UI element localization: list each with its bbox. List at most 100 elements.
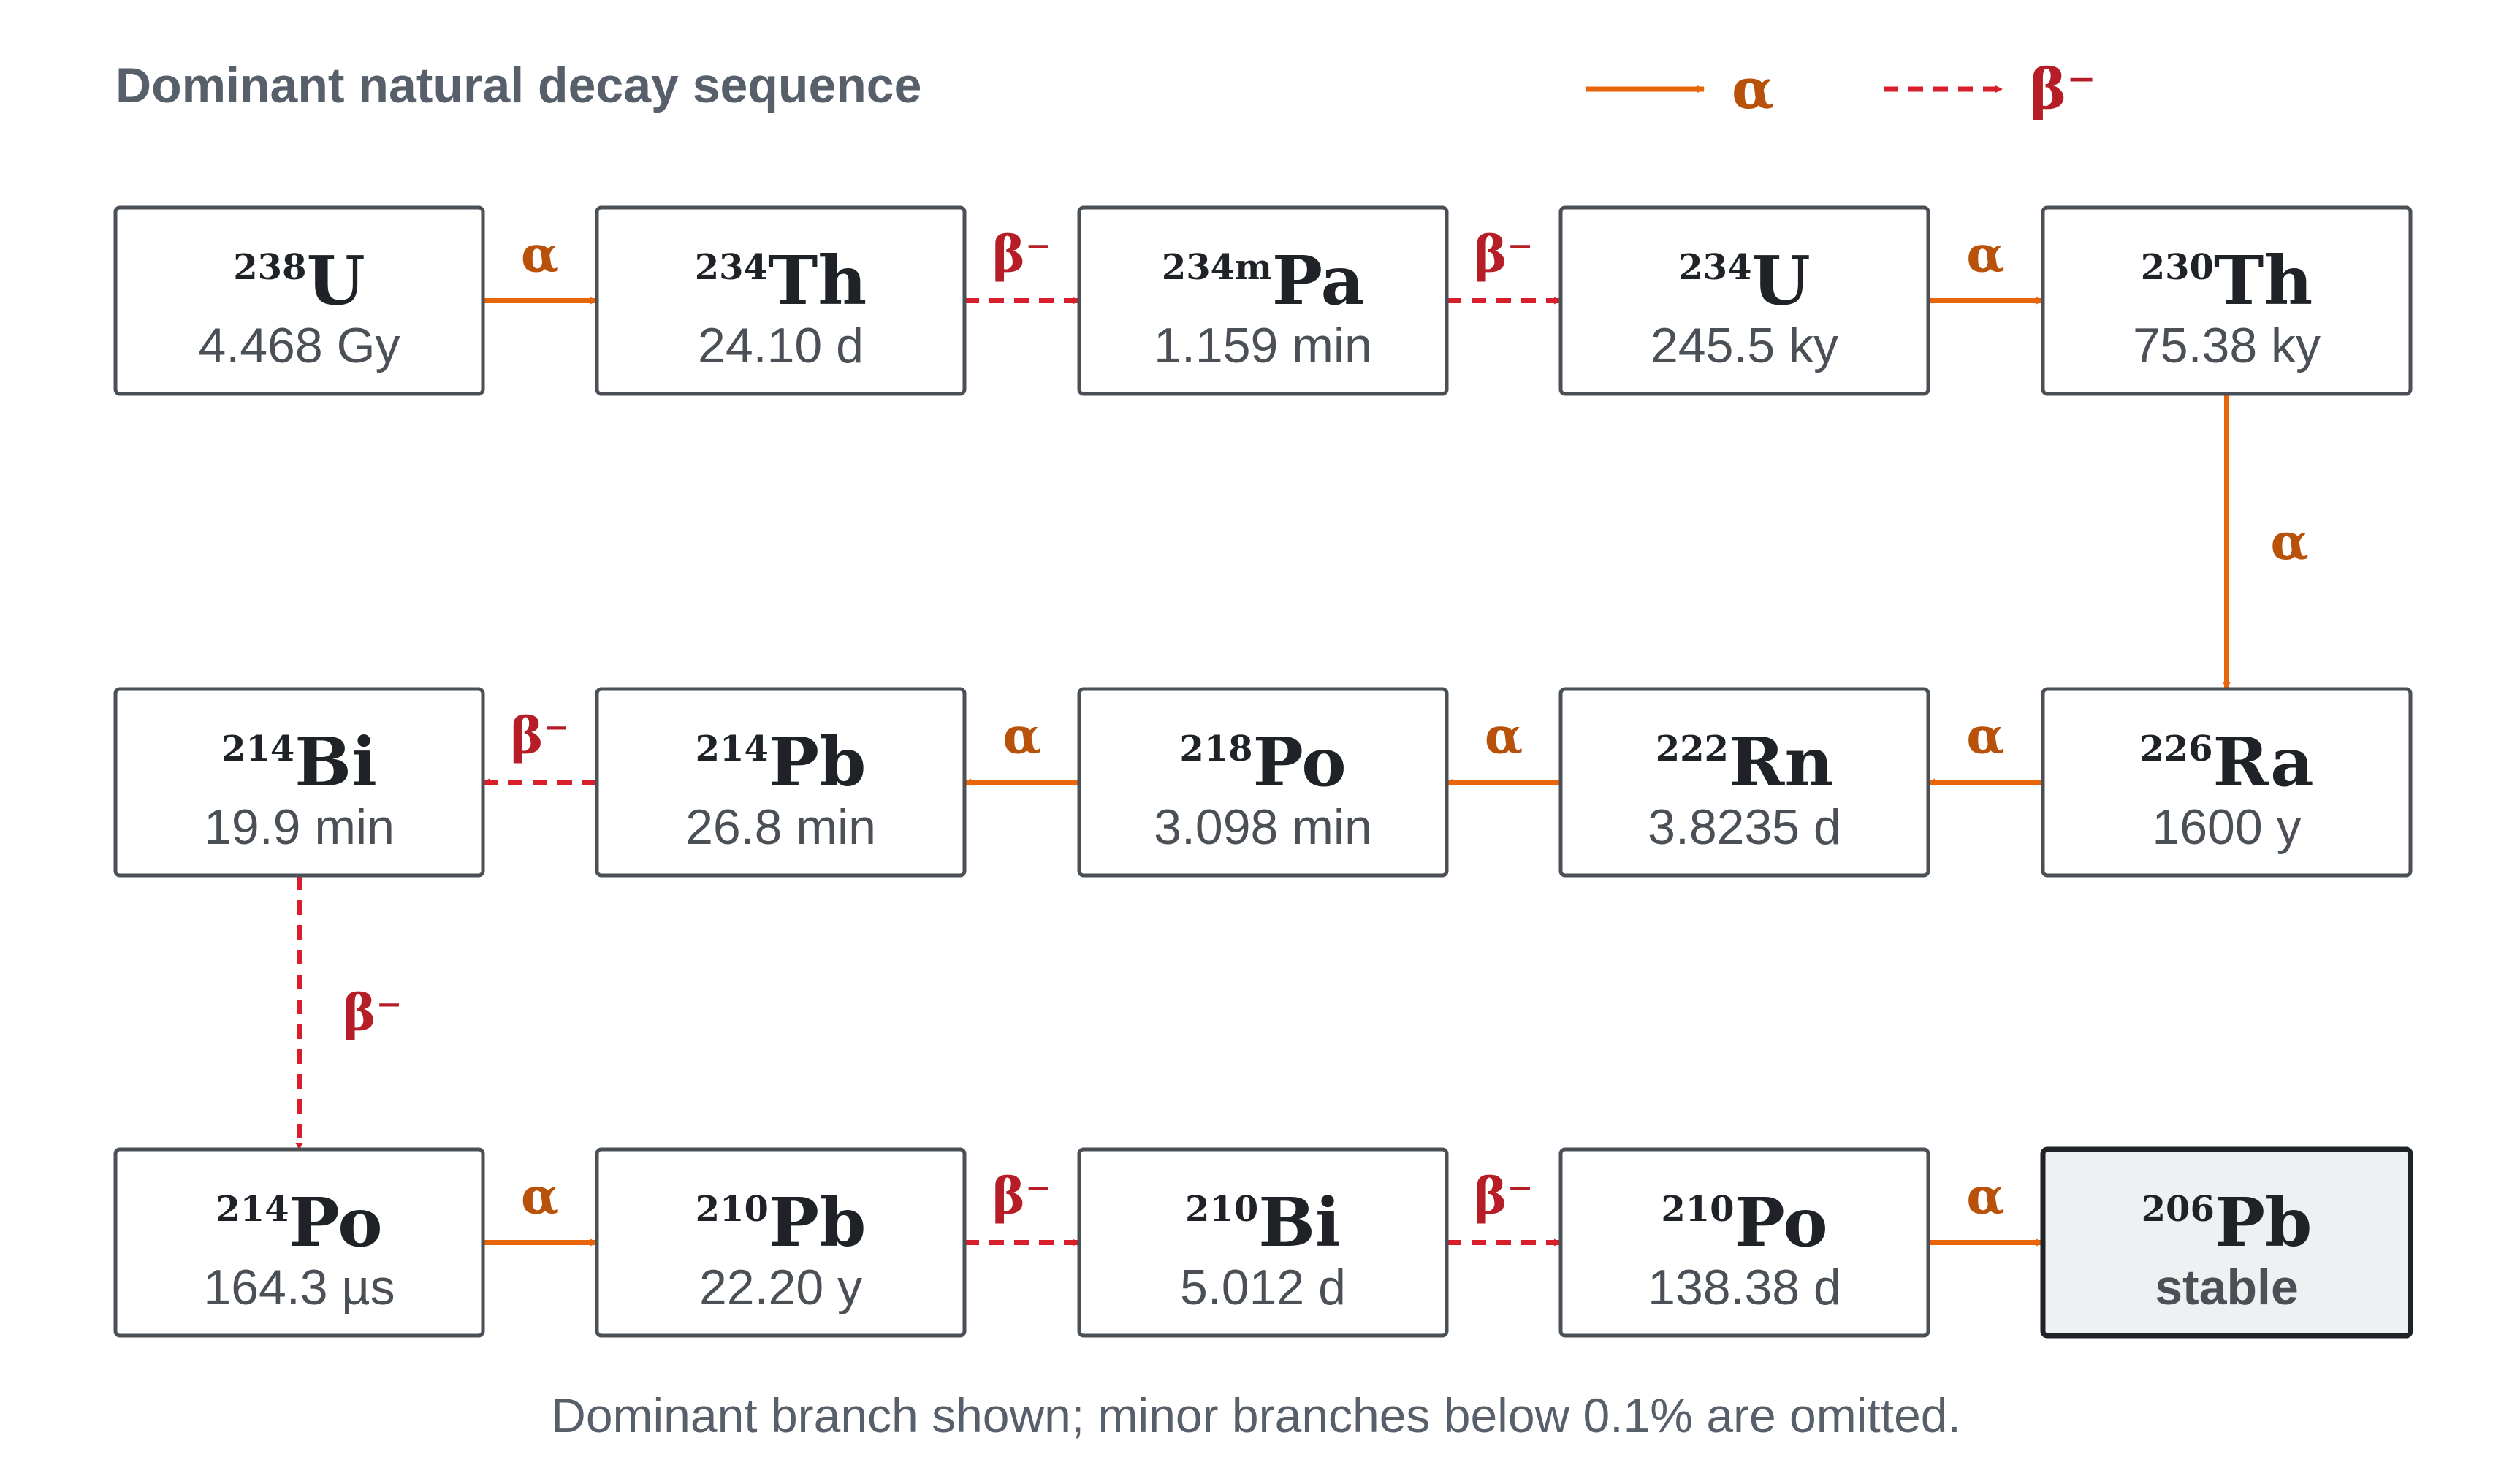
nuclide-symbol: 214Po (216, 1183, 382, 1262)
half-life: 138.38 d (1648, 1260, 1841, 1315)
element-symbol: Th (768, 241, 867, 320)
decay-ra226-to-rn222: α (1927, 707, 2043, 786)
alpha-decay-label: α (1966, 1168, 2004, 1226)
nuclide-symbol: 222Rn (1656, 723, 1834, 802)
mass-number: 230 (2141, 247, 2214, 288)
mass-number: 234 (695, 247, 768, 288)
decay-th230-to-ra226: α (2223, 394, 2309, 690)
decay-po214-to-pb210: α (483, 1168, 598, 1247)
diagram-title: Dominant natural decay sequence (115, 58, 921, 113)
alpha-decay-label: α (1966, 226, 2004, 284)
nuclide-symbol: 206Pb (2142, 1183, 2313, 1262)
alpha-decay-label: α (521, 226, 559, 284)
legend-alpha-label: α (1732, 56, 1774, 121)
mass-number: 234 (1678, 247, 1751, 288)
decay-po218-to-pb214: α (964, 707, 1079, 786)
nuclide-box (595, 205, 967, 396)
beta-decay-label: β⁻ (1474, 1168, 1533, 1226)
half-life: 24.10 d (698, 318, 864, 373)
nuclide-box (2041, 687, 2413, 878)
mass-number: 210 (1661, 1189, 1734, 1230)
legend: α β⁻ (1586, 56, 2096, 121)
decay-arrows: α β⁻ β⁻ α α α α α β⁻ β⁻ α β⁻ β⁻ α (295, 226, 2309, 1247)
half-life: 3.098 min (1154, 799, 1372, 855)
nuclide-symbol: 226Ra (2139, 723, 2313, 802)
mass-number: 214 (221, 728, 294, 769)
half-life: 75.38 ky (2133, 318, 2321, 373)
element-symbol: Bi (1258, 1183, 1341, 1262)
mass-number: 214 (696, 728, 769, 769)
element-symbol: U (1751, 241, 1810, 320)
decay-pb210-to-bi210: β⁻ (964, 1168, 1080, 1247)
nuclide-symbol: 230Th (2141, 241, 2313, 320)
legend-item-beta: β⁻ (1884, 56, 2096, 121)
beta-decay-label: β⁻ (992, 226, 1051, 284)
element-symbol: Pa (1272, 241, 1364, 320)
half-life: 1600 y (2152, 799, 2301, 855)
nuclide-symbol: 234Th (695, 241, 867, 320)
mass-number: 226 (2139, 728, 2212, 769)
beta-decay-label: β⁻ (1474, 226, 1533, 284)
mass-number: 206 (2142, 1189, 2215, 1230)
alpha-decay-label: α (1966, 707, 2004, 766)
nuclide-box (1077, 687, 1449, 878)
half-life: 22.20 y (699, 1260, 862, 1315)
element-symbol: Bi (294, 723, 377, 802)
legend-beta-label: β⁻ (2030, 56, 2096, 121)
mass-number: 218 (1179, 728, 1252, 769)
nuclide-symbol: 238U (233, 241, 365, 320)
mass-number: 214 (216, 1189, 289, 1230)
element-symbol: Po (1735, 1183, 1828, 1262)
alpha-decay-label: α (521, 1168, 559, 1226)
half-life: 3.8235 d (1648, 799, 1841, 855)
half-life: 26.8 min (685, 799, 876, 855)
decay-th234-to-pa234m: β⁻ (964, 226, 1080, 305)
footnote: Dominant branch shown; minor branches be… (551, 1388, 1961, 1442)
decay-pb214-to-bi214: β⁻ (482, 707, 597, 786)
alpha-decay-label: α (2271, 513, 2309, 571)
decay-u238-to-th234: α (483, 226, 598, 305)
element-symbol: Po (1253, 723, 1347, 802)
nuclide-box (595, 687, 967, 878)
decay-po210-to-pb206: α (1928, 1168, 2044, 1247)
nuclide-box (1077, 1147, 1449, 1338)
nuclide-box (1077, 205, 1449, 396)
nuclide-symbol: 210Po (1661, 1183, 1827, 1262)
alpha-decay-label: α (1485, 707, 1523, 766)
nuclide-box (1558, 1147, 1930, 1338)
element-symbol: U (306, 241, 365, 320)
element-symbol: Rn (1729, 723, 1833, 802)
mass-number: 210 (696, 1189, 769, 1230)
nuclide-box (2041, 205, 2413, 396)
nuclide-symbol: 214Pb (696, 723, 867, 802)
beta-decay-label: β⁻ (510, 707, 569, 766)
legend-item-alpha: α (1586, 56, 1774, 121)
nuclide-symbol: 218Po (1179, 723, 1346, 802)
decay-rn222-to-po218: α (1446, 707, 1561, 786)
nuclide-box (1558, 687, 1930, 878)
half-life: 5.012 d (1180, 1260, 1346, 1315)
element-symbol: Po (289, 1183, 383, 1262)
decay-bi214-to-po214: β⁻ (295, 875, 403, 1150)
stable-label: stable (2155, 1260, 2299, 1315)
stable-nuclide-box (2040, 1146, 2413, 1339)
half-life: 1.159 min (1154, 318, 1372, 373)
decay-pa234m-to-u234: β⁻ (1447, 226, 1561, 305)
beta-decay-label: β⁻ (992, 1168, 1051, 1226)
half-life: 164.3 µs (203, 1260, 395, 1315)
nuclide-box (1558, 205, 1930, 396)
mass-number: 222 (1656, 728, 1729, 769)
half-life: 245.5 ky (1651, 318, 1838, 373)
